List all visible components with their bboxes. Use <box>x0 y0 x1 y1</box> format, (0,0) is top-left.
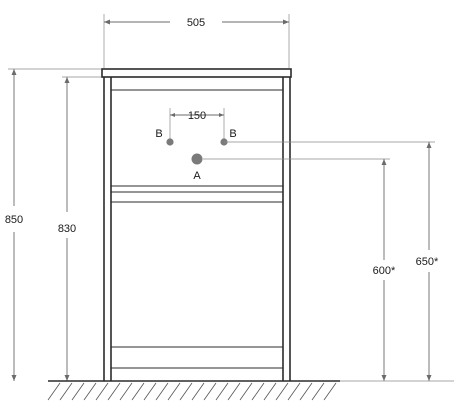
hatch-line <box>239 382 253 401</box>
hatch-line <box>215 382 229 401</box>
hatch-line <box>227 382 241 401</box>
hatch-line <box>179 382 193 401</box>
floor <box>47 380 454 401</box>
outlet-b-left <box>166 138 174 146</box>
hatch-line <box>167 382 181 401</box>
height-total-label: 850 <box>5 214 23 226</box>
outlets: B B A <box>155 128 236 182</box>
width-dimension: 505 <box>103 14 290 68</box>
height-body-label: 830 <box>58 223 76 235</box>
hatch-line <box>299 382 313 401</box>
hatch-line <box>95 382 109 401</box>
hatch-line <box>155 382 169 401</box>
hatch-line <box>143 382 157 401</box>
outlet-a-height-label: 600* <box>373 265 396 277</box>
outlet-b-height-dimension: 650* <box>224 141 439 381</box>
outlet-a-label: A <box>193 170 201 182</box>
outlet-a <box>191 153 203 165</box>
height-total-dimension: 850 <box>5 68 104 381</box>
outlet-b-left-label: B <box>155 128 162 140</box>
hatch-line <box>203 382 217 401</box>
hatch-line <box>251 382 265 401</box>
hatch-line <box>191 382 205 401</box>
cabinet <box>101 68 292 381</box>
hatch-line <box>131 382 145 401</box>
hatch-line <box>263 382 277 401</box>
hatch-line <box>275 382 289 401</box>
outlet-b-height-label: 650* <box>416 256 439 268</box>
hatch-line <box>83 382 97 401</box>
hatch-line <box>59 382 73 401</box>
width-label: 505 <box>187 17 205 29</box>
outlet-a-height-dimension: 600* <box>203 158 396 381</box>
outlet-b-right-label: B <box>229 128 236 140</box>
hatch-line <box>107 382 121 401</box>
hatch-line <box>119 382 133 401</box>
countertop <box>101 68 292 78</box>
floor-hatch <box>47 382 337 401</box>
hatch-line <box>71 382 85 401</box>
hatch-line <box>47 382 61 401</box>
outlet-spacing-label: 150 <box>188 110 206 122</box>
hatch-line <box>323 382 337 401</box>
height-body-dimension: 830 <box>58 76 104 381</box>
hatch-line <box>287 382 301 401</box>
hatch-line <box>311 382 325 401</box>
outlet-spacing-dimension: 150 <box>169 108 225 142</box>
